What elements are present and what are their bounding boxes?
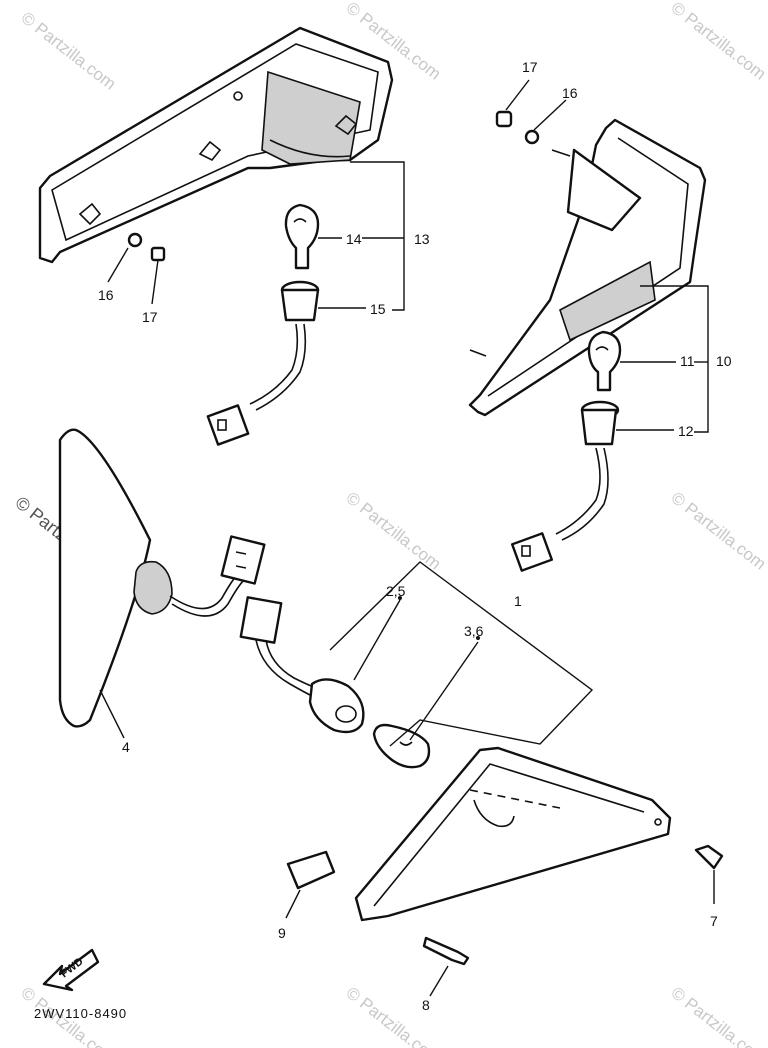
flasher-socket-right xyxy=(566,148,642,232)
bulb-14 xyxy=(284,203,320,270)
watermark: © Partzilla.com xyxy=(18,8,120,94)
watermark: © Partzilla.com xyxy=(343,983,445,1048)
screw-8 xyxy=(422,936,470,997)
callout-10: 10 xyxy=(716,353,732,369)
connector xyxy=(206,404,250,446)
socket-harness-12 xyxy=(510,400,620,572)
washer-16-left xyxy=(127,232,143,248)
leaders-13-15 xyxy=(107,161,405,311)
watermark: © Partzilla.com xyxy=(343,488,445,574)
callout-13: 13 xyxy=(414,231,430,247)
callout-4: 4 xyxy=(122,739,130,755)
connector-2-5 xyxy=(239,596,283,644)
washer-16-right xyxy=(524,129,540,145)
leader-4 xyxy=(99,689,125,739)
callout-3-6: 3,6 xyxy=(464,623,484,639)
connector-4 xyxy=(220,535,266,585)
callout-12: 12 xyxy=(678,423,694,439)
watermark: © Partzilla.com xyxy=(668,0,768,84)
fwd-arrow-icon: FWD xyxy=(42,948,100,992)
mount-stud-3 xyxy=(334,114,358,136)
callout-labels: 17 16 14 13 15 16 17 11 10 12 2,5 1 3,6 … xyxy=(98,59,732,1013)
flasher-socket-curve xyxy=(269,139,351,158)
diagram-code: 2WV110-8490 xyxy=(34,1006,127,1021)
callout-7: 7 xyxy=(710,913,718,929)
callout-15: 15 xyxy=(370,301,386,317)
socket-harness-15 xyxy=(206,280,320,446)
callout-16: 16 xyxy=(562,85,578,101)
flasher-socket-cup xyxy=(261,70,361,165)
callout-1: 1 xyxy=(514,593,522,609)
front-lens-1 xyxy=(354,746,672,922)
nut-17-right xyxy=(495,110,513,128)
screw-7 xyxy=(694,844,724,904)
mount-stud-2 xyxy=(78,202,102,226)
clip-9 xyxy=(285,850,336,919)
callout-11: 11 xyxy=(680,353,695,369)
flasher-lens-insert xyxy=(559,260,656,342)
rear-left-flasher-assembly xyxy=(38,26,394,264)
leaders-10-12 xyxy=(505,79,709,433)
watermark: © Partzilla.com xyxy=(668,983,768,1048)
flasher-rim xyxy=(51,43,379,242)
stud-right xyxy=(551,149,571,157)
callout-16: 16 xyxy=(98,287,114,303)
connector-right xyxy=(510,532,554,572)
callout-9: 9 xyxy=(278,925,286,941)
mount-hole xyxy=(233,91,243,101)
dot-3-6 xyxy=(476,636,480,640)
callout-8: 8 xyxy=(422,997,430,1013)
callout-17: 17 xyxy=(522,59,538,75)
side-lens-4 xyxy=(58,428,266,728)
socket-2-5 xyxy=(308,678,365,734)
bulb-11 xyxy=(587,330,622,392)
rear-right-flasher-assembly xyxy=(468,118,707,417)
bulb-3-6 xyxy=(372,723,431,769)
nut-17-left xyxy=(150,246,166,262)
callout-2-5: 2,5 xyxy=(386,583,406,599)
flasher-housing-10 xyxy=(468,118,707,417)
mount-stud-1 xyxy=(198,140,222,162)
lens-socket xyxy=(133,560,173,615)
callout-17: 17 xyxy=(142,309,158,325)
stud-right-2 xyxy=(469,349,487,357)
front-flasher-assembly-1 xyxy=(239,561,672,922)
watermark: © Partzilla.com xyxy=(668,488,768,574)
dot-2-5 xyxy=(398,596,402,600)
callout-14: 14 xyxy=(346,231,362,247)
